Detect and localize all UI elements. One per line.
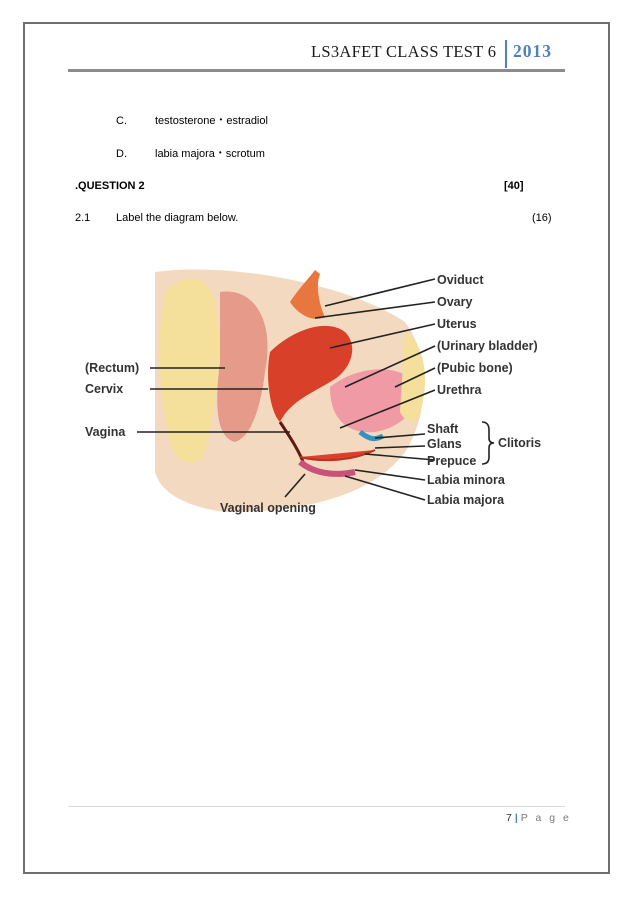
label-ovary: Ovary: [437, 295, 472, 309]
option-d-letter: D.: [116, 148, 127, 160]
label-labia-minora: Labia minora: [427, 473, 506, 487]
header-rule: [68, 69, 565, 72]
subquestion-number: 2.1: [75, 212, 91, 224]
option-d-bullet: •: [218, 148, 222, 157]
label-labia-majora: Labia majora: [427, 493, 505, 507]
option-c-text: testosterone•estradiol: [155, 115, 268, 127]
label-urethra: Urethra: [437, 383, 483, 397]
header-separator: [505, 40, 507, 68]
illustration: [155, 269, 425, 512]
header-year: 2013: [513, 41, 552, 61]
option-c-right: estradiol: [226, 115, 268, 127]
label-urinary-bladder: (Urinary bladder): [437, 339, 538, 353]
label-shaft: Shaft: [427, 422, 459, 436]
question-title: .QUESTION 2: [75, 180, 145, 192]
page-word: P a g e: [520, 812, 572, 824]
page-header: LS3AFET CLASS TEST 6 2013: [0, 40, 638, 70]
footer-rule: [68, 806, 565, 807]
page-border: [23, 22, 610, 874]
label-pubic-bone: (Pubic bone): [437, 361, 513, 375]
option-d-right: scrotum: [225, 148, 265, 160]
page-footer: 7|P a g e: [506, 812, 571, 824]
subquestion-text: Label the diagram below.: [116, 212, 239, 224]
subquestion-marks: (16): [532, 212, 552, 224]
label-uterus: Uterus: [437, 317, 477, 331]
option-c-letter: C.: [116, 115, 127, 127]
option-d-left: labia majora: [155, 148, 215, 160]
label-clitoris: Clitoris: [498, 436, 541, 450]
question-marks: [40]: [504, 180, 524, 192]
label-rectum: (Rectum): [85, 361, 139, 375]
label-glans: Glans: [427, 437, 462, 451]
header-title: LS3AFET CLASS TEST 6: [311, 42, 497, 61]
option-c-left: testosterone: [155, 115, 216, 127]
label-prepuce: Prepuce: [427, 454, 476, 468]
anatomy-diagram: Oviduct Ovary Uterus (Urinary bladder) (…: [85, 269, 541, 515]
label-vagina: Vagina: [85, 425, 126, 439]
option-c-bullet: •: [219, 115, 223, 124]
label-cervix: Cervix: [85, 382, 123, 396]
label-oviduct: Oviduct: [437, 273, 484, 287]
page-number: 7: [506, 812, 512, 824]
label-vaginal-opening: Vaginal opening: [220, 501, 316, 515]
footer-separator: |: [514, 812, 518, 824]
option-d-text: labia majora•scrotum: [155, 148, 265, 160]
leader-lines: [137, 278, 495, 501]
